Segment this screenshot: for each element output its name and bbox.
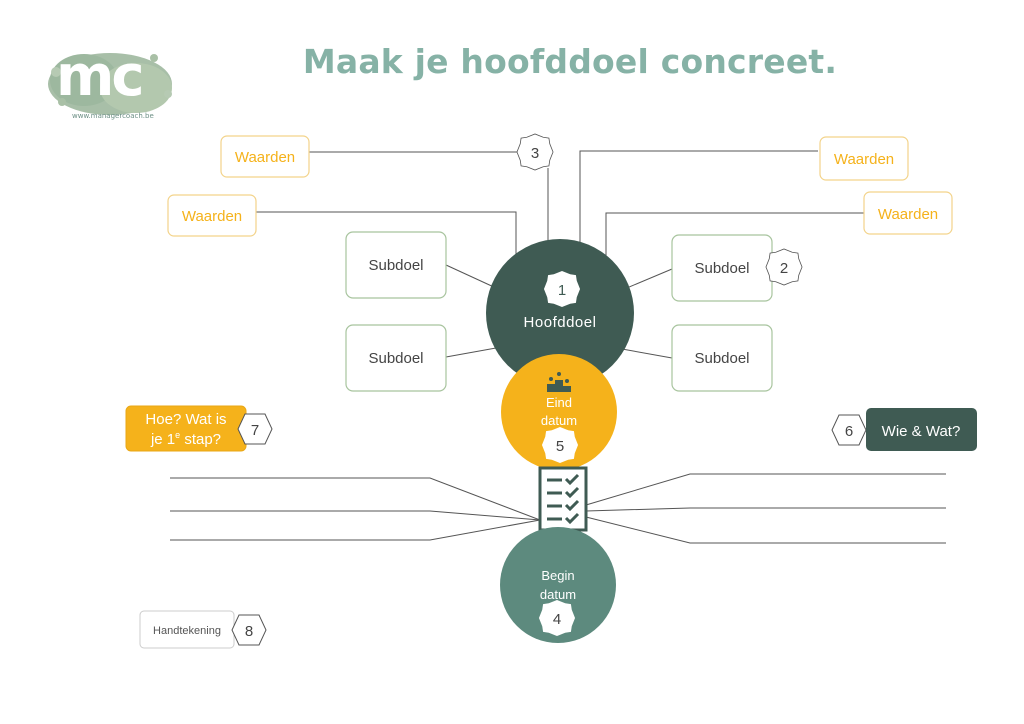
values-label: Waarden bbox=[182, 208, 242, 225]
values-label: Waarden bbox=[834, 151, 894, 168]
start-date-marker: 4 bbox=[538, 599, 576, 637]
logo-text: mc bbox=[56, 44, 145, 109]
who-box: Wie & Wat? bbox=[866, 408, 977, 451]
how-line2: je 1e stap? bbox=[150, 430, 221, 448]
main-goal: 1 Hoofddoel bbox=[486, 239, 634, 387]
end-date-marker: 5 bbox=[541, 426, 579, 464]
end-date-line1: Eind bbox=[546, 395, 572, 410]
main-goal-number: 1 bbox=[558, 282, 566, 299]
how-line1: Hoe? Wat is bbox=[145, 411, 226, 428]
logo-url: www.managercoach.be bbox=[72, 112, 154, 120]
marker-number: 6 bbox=[845, 423, 853, 440]
marker-number: 8 bbox=[245, 623, 253, 640]
values-box-left: Waarden bbox=[167, 194, 257, 237]
values-label: Waarden bbox=[878, 206, 938, 223]
how-box: Hoe? Wat is je 1e stap? bbox=[125, 405, 247, 452]
marker-3: 3 bbox=[516, 133, 554, 171]
logo: mc www.managercoach.be bbox=[44, 44, 176, 124]
end-date: Eind datum 5 bbox=[501, 354, 617, 470]
marker-2: 2 bbox=[765, 248, 803, 286]
start-date: Begin datum 4 bbox=[500, 527, 616, 643]
checklist-icon bbox=[538, 466, 588, 532]
marker-8: 8 bbox=[231, 614, 267, 646]
values-box-top-left: Waarden bbox=[220, 135, 310, 178]
values-box-right: Waarden bbox=[863, 191, 953, 235]
main-goal-marker: 1 bbox=[543, 270, 581, 308]
end-date-number: 5 bbox=[556, 438, 564, 455]
subgoal-label: Subdoel bbox=[368, 350, 423, 367]
main-goal-label: Hoofddoel bbox=[524, 314, 597, 331]
who-label: Wie & Wat? bbox=[882, 423, 961, 440]
subgoal-label: Subdoel bbox=[368, 257, 423, 274]
start-date-number: 4 bbox=[553, 611, 561, 628]
values-box-top-right: Waarden bbox=[819, 136, 909, 181]
marker-6: 6 bbox=[831, 414, 867, 446]
marker-number: 2 bbox=[780, 260, 788, 277]
logo-blob bbox=[48, 53, 172, 115]
marker-number: 3 bbox=[531, 145, 539, 162]
subgoal-label: Subdoel bbox=[694, 350, 749, 367]
signature-label: Handtekening bbox=[153, 625, 221, 637]
start-date-line2: datum bbox=[540, 587, 576, 602]
values-label: Waarden bbox=[235, 149, 295, 166]
subgoal-box-bottom-left: Subdoel bbox=[345, 324, 447, 392]
subgoal-box-top-right: Subdoel bbox=[671, 234, 773, 302]
connector-lines bbox=[170, 150, 946, 544]
signature-box: Handtekening bbox=[139, 610, 235, 649]
end-date-line2: datum bbox=[541, 413, 577, 428]
marker-number: 7 bbox=[251, 422, 259, 439]
podium-icon bbox=[547, 372, 571, 392]
subgoal-label: Subdoel bbox=[694, 260, 749, 277]
page-title: Maak je hoofddoel concreet. bbox=[302, 42, 838, 81]
marker-7: 7 bbox=[237, 413, 273, 445]
subgoal-box-bottom-right: Subdoel bbox=[671, 324, 773, 392]
start-date-line1: Begin bbox=[541, 568, 574, 583]
subgoal-box-top-left: Subdoel bbox=[345, 231, 447, 299]
